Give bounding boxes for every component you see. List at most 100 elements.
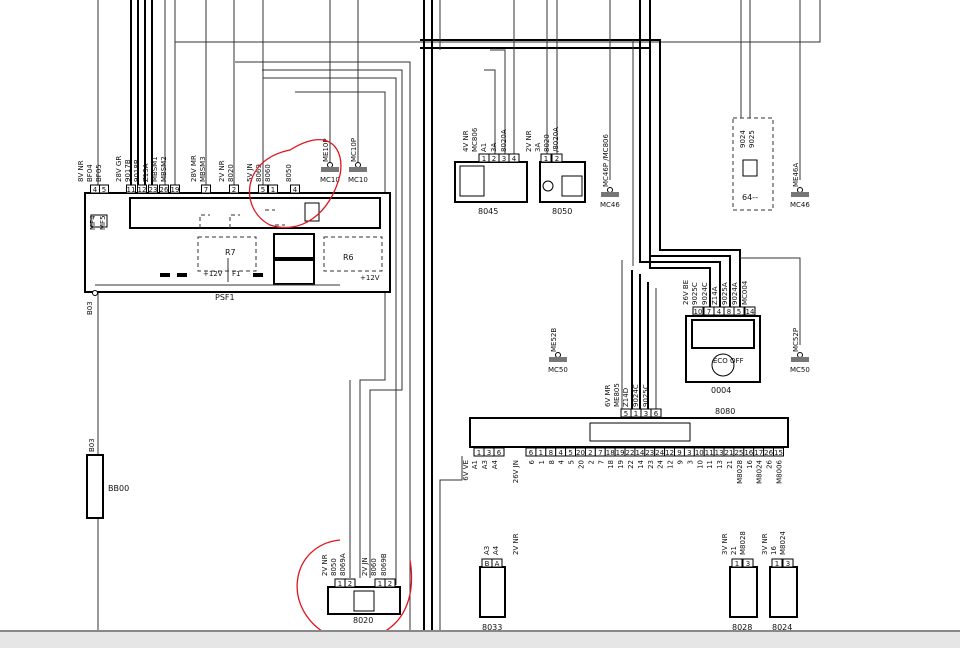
pin-box xyxy=(268,184,278,194)
module-8080: 8080 xyxy=(469,407,789,448)
pin-number: 14 xyxy=(746,308,755,316)
pin-number: 10 xyxy=(695,449,704,457)
pin-number: 1 xyxy=(735,560,739,568)
supply-label: +12V xyxy=(203,270,223,278)
wire-label: 14 xyxy=(637,459,645,468)
pin-box xyxy=(159,184,169,194)
component-label: 8028 xyxy=(732,623,752,632)
pin-box xyxy=(170,184,180,194)
wire-label: 8060 xyxy=(264,164,272,182)
pin-number: 5 xyxy=(568,449,572,457)
pin-number: 2 xyxy=(588,449,592,457)
ground-node xyxy=(607,187,613,193)
wire-label: A1 xyxy=(480,143,488,152)
pin-box xyxy=(782,558,794,568)
wire-label: 11 xyxy=(706,460,714,469)
pin-number: 1 xyxy=(539,449,543,457)
pin-box xyxy=(731,558,743,568)
wire-label: 9 xyxy=(677,460,685,464)
pin-number: 11 xyxy=(127,186,136,194)
ground-icon xyxy=(601,192,619,197)
pin-number: 3 xyxy=(487,449,491,457)
pin-number: 22 xyxy=(626,449,635,457)
wire-label: 4 xyxy=(558,459,566,464)
wire-label: ME805 xyxy=(613,383,621,407)
wire-label: MBSM3 xyxy=(199,156,207,182)
ground-icon xyxy=(791,357,809,362)
wire-label: 8069A xyxy=(339,553,347,576)
pin-number: 16 xyxy=(744,449,753,457)
wire-label: 12 xyxy=(667,460,675,469)
wire-label: 3V NR xyxy=(721,533,729,555)
pin-number: 3 xyxy=(786,560,790,568)
pin-box xyxy=(258,184,268,194)
pin-number: 1 xyxy=(338,580,342,588)
pin-number: 1 xyxy=(634,410,638,418)
highlight-circle xyxy=(248,139,342,229)
wire-label: 3A xyxy=(490,143,498,152)
pin-number: 19 xyxy=(616,449,625,457)
wire-label: 3V NR xyxy=(761,533,769,555)
wire-label: 9025A xyxy=(721,282,729,305)
wire-label: 26 xyxy=(766,459,774,468)
pin-number: 1 xyxy=(482,155,486,163)
ground-node xyxy=(797,187,803,193)
wire-label: A1 xyxy=(471,460,479,469)
pin-number: 12 xyxy=(665,449,674,457)
wire-label: 9024C xyxy=(632,384,640,407)
pin-number: 11 xyxy=(705,449,714,457)
pin-number: 14 xyxy=(635,449,644,457)
pin-number: A xyxy=(495,560,500,568)
wire-label: 22 xyxy=(627,460,635,469)
pin-number: 5 xyxy=(261,186,265,194)
wire-label: BF05 xyxy=(95,164,103,182)
pin-box xyxy=(742,558,754,568)
wire-label: 28V GR xyxy=(115,156,123,182)
wire-bundle xyxy=(97,0,821,632)
connector-8050: 8050 xyxy=(539,161,586,216)
pin-box xyxy=(290,184,300,194)
pin-number: 10 xyxy=(694,308,703,316)
wire-label: 16 xyxy=(770,546,778,555)
pin-number: 5 xyxy=(624,410,628,418)
ground-wire-label: MC46P /MC806 xyxy=(602,134,610,187)
eco-off-button-label: ECO OFF xyxy=(713,357,744,365)
pin-number: 2 xyxy=(555,155,559,163)
pin-box xyxy=(137,184,147,194)
pin-number: 3 xyxy=(746,560,750,568)
pin-number: 4 xyxy=(717,308,722,316)
wire-label: M8028 xyxy=(739,531,747,555)
wire-label: 3 xyxy=(686,460,694,464)
wire-label: MBSM2 xyxy=(160,156,168,182)
pin-number: B xyxy=(485,560,490,568)
wire-label: 7 xyxy=(597,460,605,464)
fuse-label: MF4 xyxy=(89,215,97,230)
bottom-edge xyxy=(0,630,960,648)
pin-box xyxy=(508,153,520,163)
pin-number: 5 xyxy=(102,186,106,194)
wire-label: MC806 xyxy=(471,127,479,152)
wire-label: 16 xyxy=(746,459,754,468)
wire-label: BF04 xyxy=(86,164,94,182)
pin-number: 19 xyxy=(171,186,180,194)
wire-label: /8020A xyxy=(552,127,560,152)
pin-box xyxy=(148,184,158,194)
wire-label: 9018B xyxy=(133,159,141,182)
ground-node xyxy=(355,162,361,168)
ground-node xyxy=(797,352,803,358)
pin-number: 17 xyxy=(754,449,763,457)
ground-icon xyxy=(349,167,367,172)
pin-number: 18 xyxy=(606,449,615,457)
component-label: 0004 xyxy=(711,386,731,395)
psf1-module: PSF1 R7 R6 +12V +12V F1 MF4 MF5 B03 xyxy=(84,192,391,315)
wire-label: 8020A xyxy=(500,129,508,152)
wire-label: M8024 xyxy=(779,531,787,555)
pin-number: 26 xyxy=(160,186,169,194)
component-label: 64-- xyxy=(742,193,758,202)
pin-number: 3 xyxy=(502,155,506,163)
ground-label: MC10 xyxy=(348,176,368,184)
pin-number: 23 xyxy=(645,449,654,457)
pin-number: 6 xyxy=(654,410,659,418)
